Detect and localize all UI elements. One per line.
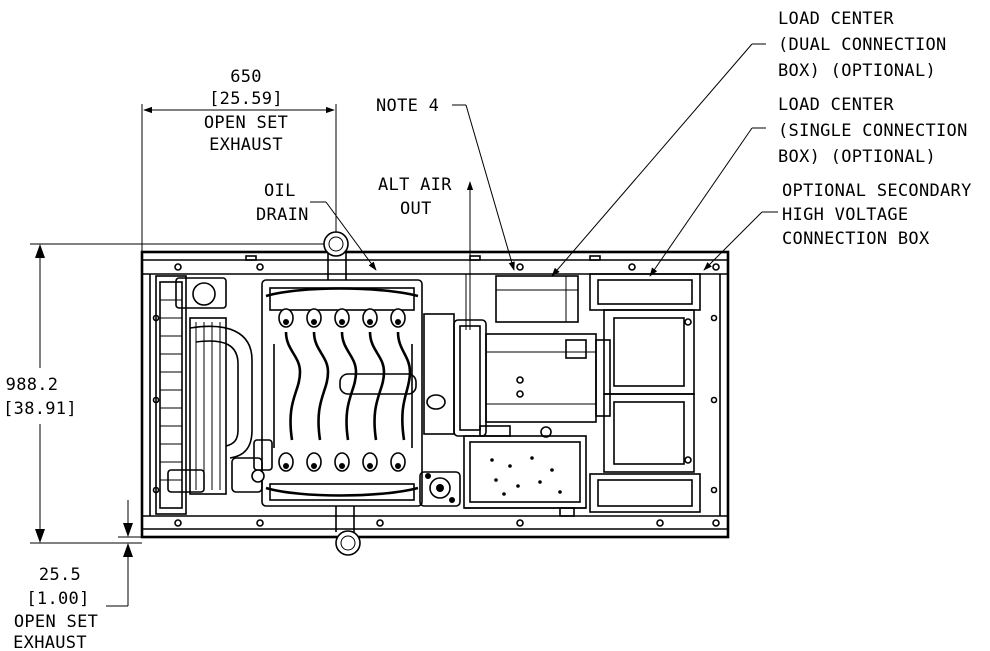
svg-text:DRAIN: DRAIN (256, 205, 309, 225)
label-load-center-single: LOAD CENTER (SINGLE CONNECTION BOX) (OPT… (778, 95, 968, 167)
exhaust-manifold (273, 331, 413, 448)
svg-text:LOAD CENTER: LOAD CENTER (778, 9, 894, 29)
alternator (423, 313, 611, 438)
valve-row-top (278, 308, 406, 328)
dimension-25-exhaust (106, 500, 142, 607)
starter (419, 471, 461, 507)
engine (231, 279, 461, 507)
svg-text:LOAD CENTER: LOAD CENTER (778, 95, 894, 115)
svg-text:OIL: OIL (264, 181, 296, 201)
svg-text:650: 650 (230, 67, 262, 87)
svg-text:EXHAUST: EXHAUST (13, 633, 87, 651)
svg-text:CONNECTION BOX: CONNECTION BOX (782, 229, 930, 249)
dimension-988-height (30, 243, 324, 544)
label-secondary-box: OPTIONAL SECONDARY HIGH VOLTAGE CONNECTI… (782, 181, 972, 249)
svg-text:BOX) (OPTIONAL): BOX) (OPTIONAL) (778, 147, 936, 167)
svg-text:EXHAUST: EXHAUST (209, 135, 283, 155)
svg-text:[1.00]: [1.00] (26, 589, 89, 609)
svg-text:(SINGLE CONNECTION: (SINGLE CONNECTION (778, 121, 968, 141)
label-note-4: NOTE 4 (376, 96, 439, 116)
label-exhaust-bottom: 25.5 [1.00] OPEN SET EXHAUST (13, 565, 98, 651)
label-height-dim: 988.2 [38.91] (3, 375, 77, 419)
mounting-holes (152, 263, 720, 527)
dimension-650-exhaust (141, 104, 337, 252)
svg-text:ALT AIR: ALT AIR (378, 175, 452, 195)
svg-text:25.5: 25.5 (39, 565, 81, 585)
svg-text:BOX) (OPTIONAL): BOX) (OPTIONAL) (778, 61, 936, 81)
svg-text:HIGH VOLTAGE: HIGH VOLTAGE (782, 205, 908, 225)
label-alt-air-out: ALT AIR OUT (378, 175, 452, 219)
svg-text:(DUAL CONNECTION: (DUAL CONNECTION (778, 35, 947, 55)
svg-text:OPTIONAL SECONDARY: OPTIONAL SECONDARY (782, 181, 972, 201)
load-center-single-box (589, 273, 701, 311)
svg-text:OUT: OUT (400, 199, 432, 219)
exhaust-outlet-top (323, 231, 349, 280)
exhaust-outlet-bottom (335, 506, 361, 556)
svg-text:[25.59]: [25.59] (209, 89, 283, 109)
load-center-dual-box (495, 275, 579, 323)
label-load-center-dual: LOAD CENTER (DUAL CONNECTION BOX) (OPTIO… (778, 9, 947, 81)
leader-lines (310, 43, 778, 330)
label-oil-drain: OIL DRAIN (256, 181, 309, 225)
label-exhaust-top: 650 [25.59] OPEN SET EXHAUST (204, 67, 288, 155)
svg-text:988.2: 988.2 (6, 375, 59, 395)
svg-text:OPEN SET: OPEN SET (204, 113, 288, 133)
secondary-hv-connection-box (589, 309, 701, 513)
control-box (463, 425, 587, 517)
svg-text:[38.91]: [38.91] (3, 399, 77, 419)
radiator (155, 275, 253, 515)
svg-text:OPEN SET: OPEN SET (14, 612, 98, 632)
valve-row-bottom (278, 452, 406, 472)
